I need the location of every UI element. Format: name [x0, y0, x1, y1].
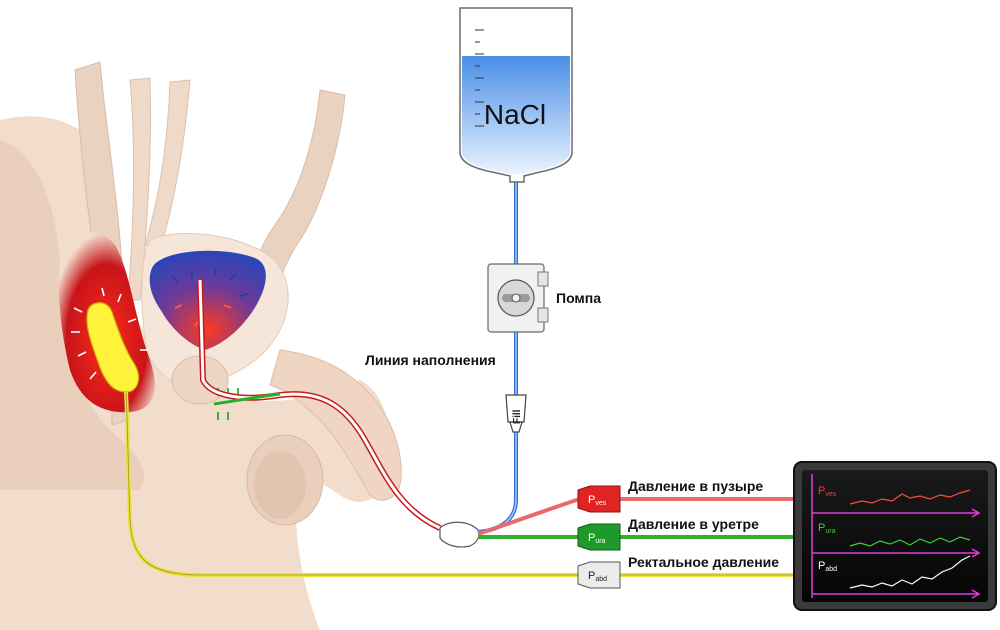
monitor-trace-abd [849, 555, 971, 589]
nacl-bag: NaCl [459, 7, 573, 183]
monitor-trace-ura [849, 536, 971, 547]
svg-text:Pves: Pves [818, 485, 837, 498]
ura-connector-main: P [588, 532, 595, 544]
ves-connector-main: P [588, 494, 595, 506]
abd-connector-sub: abd [595, 576, 607, 583]
rectal-line-edge [125, 391, 800, 576]
pelvic-anatomy [0, 61, 402, 630]
urethral-catheter-core [198, 279, 441, 530]
pump-label: Помпа [556, 290, 601, 306]
urethra-pressure-label: Давление в уретре [628, 516, 759, 532]
fill-line-label: Линия наполнения [365, 352, 496, 368]
pump-latch-top [537, 271, 549, 287]
svg-text:Pura: Pura [818, 522, 836, 535]
monitor-screen [802, 470, 988, 602]
testicle-inner [254, 451, 306, 519]
urethral-green-line [213, 392, 281, 406]
buttock [0, 140, 144, 490]
pressure-monitor: Pves Pura Pabd [793, 461, 997, 611]
bag-label: NaCl [484, 99, 546, 130]
bag-scale-ticks [475, 29, 484, 127]
rectal-pressure-label: Ректальное давление [628, 554, 779, 570]
penis [269, 349, 402, 501]
ilium-bone [144, 79, 191, 251]
monitor-ves-sub: ves [825, 491, 836, 498]
pump: Помпа [487, 263, 601, 333]
svg-text:Pabd: Pabd [588, 570, 607, 583]
fill-connector: Fill [505, 394, 527, 433]
bladder-pressure-label: Давление в пузыре [628, 478, 763, 494]
bladder-pressure-arrows [171, 268, 249, 297]
ves-connector-sub: ves [595, 500, 606, 507]
ura-connector-sub: ura [595, 538, 605, 545]
pump-latch-bottom [537, 307, 549, 323]
fill-connector-label: Fill [512, 409, 523, 424]
catheter-hub [439, 521, 480, 548]
monitor-ves-main: P [818, 485, 825, 497]
abd-connector-main: P [588, 570, 595, 582]
rectal-pressure-arrows [71, 287, 148, 380]
pump-axle [511, 293, 521, 303]
rectal-balloon [86, 302, 139, 393]
abd-connector: Pabd [577, 561, 621, 589]
monitor-abd-sub: abd [825, 566, 837, 573]
bladder [149, 250, 266, 350]
monitor-axes [811, 474, 981, 599]
svg-text:Pura: Pura [588, 532, 606, 545]
bag-fluid [462, 56, 570, 174]
svg-text:Pabd: Pabd [818, 560, 837, 573]
monitor-abd-main: P [818, 560, 825, 572]
monitor-ura-main: P [818, 522, 825, 534]
monitor-ura-sub: ura [825, 528, 835, 535]
ura-connector: Pura [577, 523, 621, 551]
monitor-trace-ves [849, 489, 971, 505]
svg-text:Pves: Pves [588, 494, 607, 507]
ves-connector: Pves [577, 485, 621, 513]
